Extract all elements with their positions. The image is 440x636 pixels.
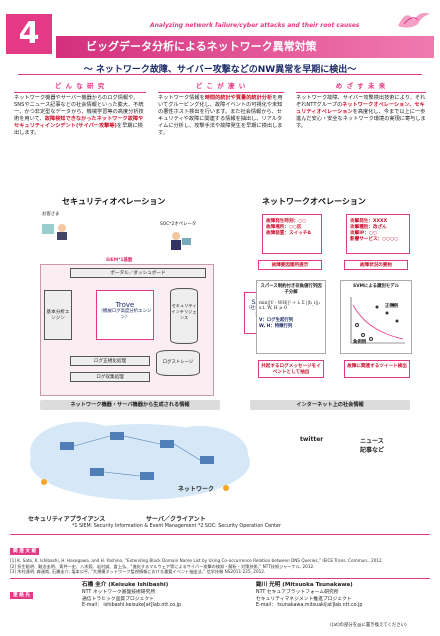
failure-time: 故障発生時刻：○○ <box>266 219 307 224</box>
reference-item: [3] 木村達明, 森達哉, 石橋圭介, 塩本公平, “大規模ネットワーク監視情… <box>10 569 266 575</box>
alarm-right-box: 故障状況の要約 <box>344 260 408 270</box>
server-client-label: サーバ／クライアント <box>146 516 206 523</box>
section-number: 4 <box>6 14 52 54</box>
trove-box: Trove （機械ログ高度分析エンジン） <box>96 290 154 340</box>
column-text: を用いてグルーピング化し、故障イベントの可視化や未知の悪性ホスト検出を行います。… <box>158 95 283 137</box>
device-info-banner: ネットワーク機器・サーバ機器から生成される情報 <box>40 400 220 410</box>
soc-operator-label: SOC*2オペレータ <box>160 222 197 227</box>
log-normalize-box: ログ正規化処理 <box>70 356 150 366</box>
bird-logo-icon <box>396 6 432 32</box>
column-highlight: 故障検知できなかったネットワーク故障やセキュリティインシデント(サイバー攻撃等) <box>14 116 144 130</box>
column-heading: め ざ す 未 来 <box>335 82 387 90</box>
column-highlight: ネットワークオペレーション、セキュリティオペレーション <box>296 102 425 116</box>
portal-box: ポータル／ダッシュボード <box>70 268 206 278</box>
w-label: W, H：特徴行列 <box>259 324 293 329</box>
network-label: ネットワーク <box>178 486 215 493</box>
basic-engine-box: 基本分析エンジン <box>44 290 72 340</box>
contacts-heading: 連 絡 先 <box>10 592 33 599</box>
references-section: 関 連 文 献 [1] K. Sato, K. Ishibashi, H. Ha… <box>10 534 430 575</box>
contact-name: 石橋 圭介 (Keisuke Ishibashi) <box>82 582 169 588</box>
column-lead: ネットワーク故障、サイバー攻撃検出技術により、それぞれNTTグループの <box>296 95 426 109</box>
attack-occurrence: 攻撃発生：XXXX <box>350 219 388 224</box>
security-ops-title: セキュリティオペレーション <box>62 197 166 206</box>
column-heading: ど ん な 研 究 <box>54 82 106 90</box>
trove-title: Trove <box>115 301 135 309</box>
failure-place: 故障場所：○○区 <box>266 225 302 230</box>
contact-left: 石橋 圭介 (Keisuke Ishibashi) NTT ネットワーク基盤技術… <box>82 582 252 610</box>
customer-icon <box>40 220 70 240</box>
twitter-label: twitter <box>300 436 324 443</box>
failure-info-box: 故障発生時刻：○○ 故障場所：○○区 故障装置：スイッチA <box>262 214 322 254</box>
column-tail: を早期に検出します。 <box>14 123 143 137</box>
v-label: V：ログ生起行列 <box>259 318 294 323</box>
positive-label: 正例例 <box>385 304 399 309</box>
nmf-formula: min||V - WH||² + λ Σ ||h_i||₁ <box>259 301 321 306</box>
log-collect-box: ログ収集処理 <box>70 372 150 382</box>
reference-item: [2] 折生聡明、鞍治圭明、青井一史、八木毅、岩村誠、倉上弘、“進化するマルウェ… <box>10 563 315 569</box>
affected-service: 影響サービス：○○○○ <box>350 237 399 242</box>
footnote: *1 SIEM: Security Information & Event Ma… <box>72 524 281 529</box>
contact-org: NTT ネットワーク基盤技術研究所 <box>82 589 156 595</box>
failure-device: 故障装置：スイッチA <box>266 231 311 236</box>
svm-scatter <box>350 297 405 344</box>
contacts-section: 連 絡 先 <box>10 578 430 600</box>
references-heading: 関 連 文 献 <box>10 548 40 555</box>
network-ops-title: ネットワークオペレーション <box>262 197 366 206</box>
event-left-box: 共起するログメッセージをイベントとして抽出 <box>258 360 324 378</box>
tagline: Analyzing network failure/cyber attacks … <box>150 22 360 29</box>
social-info-banner: インターネット上の社会情報 <box>250 400 410 410</box>
svm-panel: SVMによる識別モデル 正例例 負例例 <box>340 280 412 354</box>
contact-project: 通信トラヒック品質プロジェクト <box>82 596 154 602</box>
title-rule <box>18 74 422 75</box>
svm-title: SVMによる識別モデル <box>353 284 399 289</box>
alarm-left-box: 故障要因箇所提示 <box>258 260 322 270</box>
operator-icon <box>168 230 192 252</box>
column-heading: ど こ が 凄 い <box>195 82 247 90</box>
nmf-title: スパース制約付き非負値行列因子分解 <box>260 284 322 295</box>
column-text: ネットワーク機器やサーバー機器からのログ情報や、SNSやニュース記事などの社会情… <box>14 95 144 123</box>
column-tail: を高度化し、今まで以上に一歩進んだ安心・安全なネットワーク環境の実現に寄与します… <box>296 109 426 130</box>
customer-label: お客さま <box>42 212 60 217</box>
network-cloud <box>20 412 250 508</box>
column-research: ど ん な 研 究 ネットワーク機器やサーバー機器からのログ情報や、SNSやニュ… <box>14 80 146 137</box>
column-highlight: 時間的統計や質量的統計分析 <box>204 95 273 101</box>
siem-base-label: SIEM*1基盤 <box>106 258 133 263</box>
attack-ip: 攻撃IP：○○ <box>350 231 377 236</box>
nmf-panel: スパース制約付き非負値行列因子分解 min||V - WH||² + λ Σ |… <box>256 280 326 354</box>
contact-org: NTT セキュアプラットフォーム研究所 <box>256 589 339 595</box>
reference-item: [1] K. Sato, K. Ishibashi, H. Hasegawa, … <box>10 558 384 563</box>
nmf-formula-sub: s.t. W, H ≥ 0 <box>259 306 287 311</box>
page-subtitle: ～ ネットワーク故障、サイバー攻撃などのNW異常を早期に検出～ <box>83 65 357 75</box>
page-title: ビッグデータ分析によるネットワーク異常対策 <box>56 36 434 58</box>
contact-email: E-mail： ishibashi.keisuke[at]lab.ntt.co.… <box>82 603 182 609</box>
news-label: ニュース 記事など <box>360 438 385 454</box>
negative-label: 負例例 <box>353 340 367 345</box>
contact-right: 鋤川 光明 (Mitsuoka Tsunakawa) NTT セキュアプラットフ… <box>256 582 432 610</box>
log-storage-cylinder: ログストレージ <box>156 350 200 376</box>
appliance-label: セキュリティアプライアンス <box>28 516 106 523</box>
contact-name: 鋤川 光明 (Mitsuoka Tsunakawa) <box>256 582 353 588</box>
attack-type: 攻撃種別：改ざん <box>350 225 387 230</box>
event-right-box: 故障に関連するツイート検出 <box>344 360 410 378</box>
contact-project: セキュリティマネジメント推進プロジェクト <box>256 596 352 602</box>
column-future: め ざ す 未 来 ネットワーク故障、サイバー攻撃検出技術により、それぞれNTT… <box>296 80 426 130</box>
email-note: ([at]の部分を@に置き換えてください) <box>330 623 407 628</box>
column-lead: ネットワーク情報を <box>158 95 205 101</box>
column-advantage: ど こ が 凄 い ネットワーク情報を時間的統計や質量的統計分析を用いてグルーピ… <box>158 80 284 137</box>
contact-email: E-mail： tsunakawa.mitsuaki[at]lab.ntt.co… <box>256 603 363 609</box>
attack-info-box: 攻撃発生：XXXX 攻撃種別：改ざん 攻撃IP：○○ 影響サービス：○○○○ <box>346 214 410 254</box>
trove-subtitle: （機械ログ高度分析エンジン） <box>98 309 152 320</box>
intel-cylinder: セキュリティインテリジェンス <box>170 288 198 344</box>
